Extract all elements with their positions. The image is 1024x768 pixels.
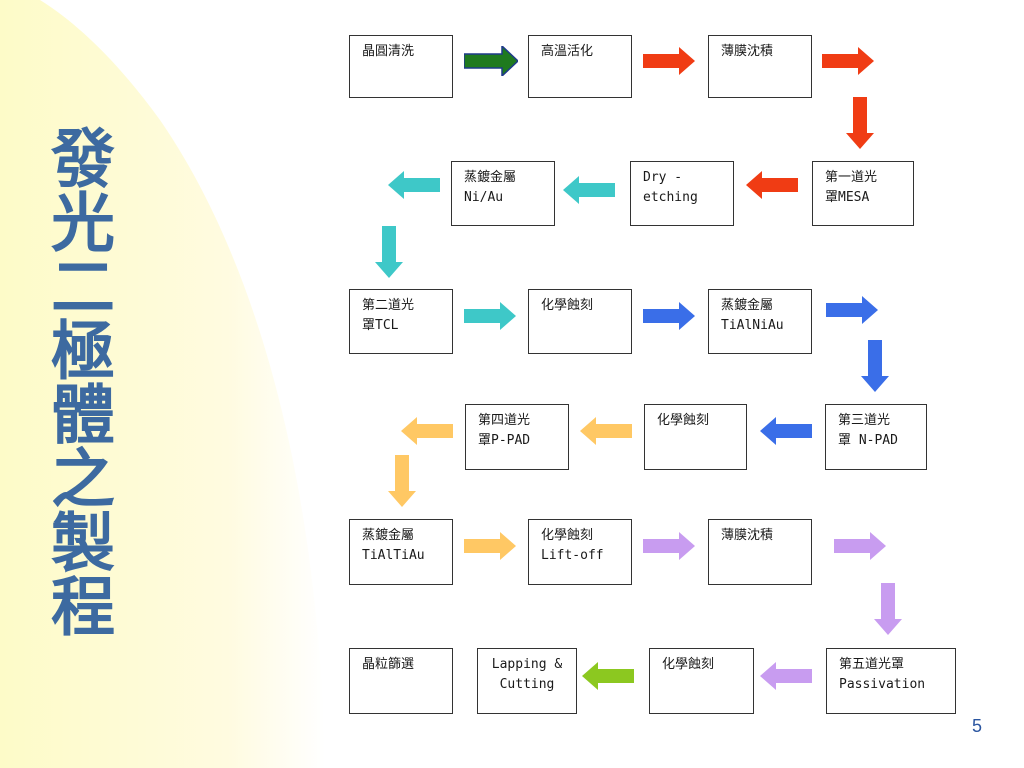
arrow-right-red (822, 47, 874, 75)
step-box-wafer-cleaning: 晶圓清洗 (349, 35, 453, 98)
arrow-left-orange (580, 417, 632, 445)
arrow-down-blue (861, 340, 889, 392)
arrow-right-blue (643, 302, 695, 330)
step-box-chem-etch-liftoff: 化學蝕刻 Lift-off (528, 519, 632, 585)
step-box-mask4-ppad: 第四道光 罩P-PAD (465, 404, 569, 470)
step-box-thin-film-deposition-2: 薄膜沈積 (708, 519, 812, 585)
step-box-chem-etch-2: 化學蝕刻 (644, 404, 747, 470)
step-box-thin-film-deposition: 薄膜沈積 (708, 35, 812, 98)
slide-title: 發光二極體之製程 (40, 125, 114, 637)
background-curve-shape (0, 0, 325, 768)
arrow-left-lavender (760, 662, 812, 690)
step-box-chem-etch-3: 化學蝕刻 (649, 648, 754, 714)
arrow-right-lavender (834, 532, 886, 560)
step-box-mask3-npad: 第三道光 罩 N-PAD (825, 404, 927, 470)
step-box-lapping-cutting: Lapping & Cutting (477, 648, 577, 714)
step-box-die-sorting: 晶粒篩選 (349, 648, 453, 714)
arrow-down-lavender (874, 583, 902, 635)
arrow-right-green (464, 46, 518, 76)
step-box-high-temp-activation: 高溫活化 (528, 35, 632, 98)
step-box-evap-tialtiau: 蒸鍍金屬 TiAlTiAu (349, 519, 453, 585)
arrow-down-red (846, 97, 874, 149)
arrow-left-cyan (388, 171, 440, 199)
step-box-dry-etching: Dry - etching (630, 161, 734, 226)
step-box-chem-etch-1: 化學蝕刻 (528, 289, 632, 354)
step-box-mask1-mesa: 第一道光 罩MESA (812, 161, 914, 226)
arrow-left-red (746, 171, 798, 199)
step-box-evap-tialniau: 蒸鍍金屬 TiAlNiAu (708, 289, 812, 354)
arrow-left-orange (401, 417, 453, 445)
arrow-down-orange (388, 455, 416, 507)
step-box-mask5-passivation: 第五道光罩 Passivation (826, 648, 956, 714)
page-number: 5 (972, 716, 983, 736)
arrow-right-lavender (643, 532, 695, 560)
arrow-left-cyan (563, 176, 615, 204)
arrow-left-blue (760, 417, 812, 445)
step-box-evap-niau: 蒸鍍金屬 Ni/Au (451, 161, 555, 226)
arrow-right-blue (826, 296, 878, 324)
step-box-mask2-tcl: 第二道光 罩TCL (349, 289, 453, 354)
arrow-down-cyan (375, 226, 403, 278)
arrow-right-red (643, 47, 695, 75)
arrow-right-orange (464, 532, 516, 560)
arrow-right-cyan (464, 302, 516, 330)
arrow-left-lime (582, 662, 634, 690)
